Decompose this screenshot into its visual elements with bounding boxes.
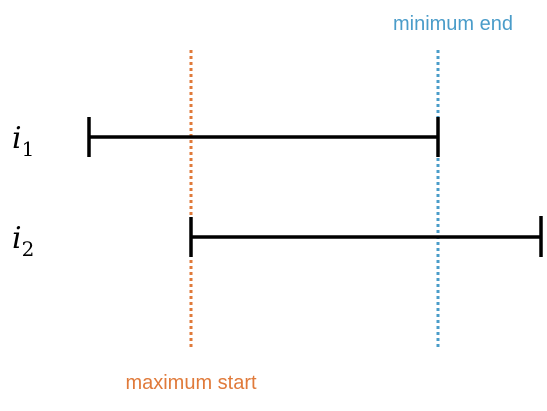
interval-label-1-subscript: 1 [22,137,35,161]
interval-row-2: i2 [12,216,543,261]
interval-label-2-subscript: 2 [22,237,35,261]
interval-row-1: i1 [12,117,440,161]
interval-label-1-main: i [12,121,22,156]
maximum-start-guide: maximum start [125,50,257,394]
interval-label-1: i1 [12,121,34,161]
minimum-end-guide: minimum end [393,13,513,348]
minimum-end-label: minimum end [393,13,513,35]
maximum-start-label: maximum start [125,372,257,394]
interval-label-2-main: i [12,221,22,256]
interval-label-2: i2 [12,221,34,261]
